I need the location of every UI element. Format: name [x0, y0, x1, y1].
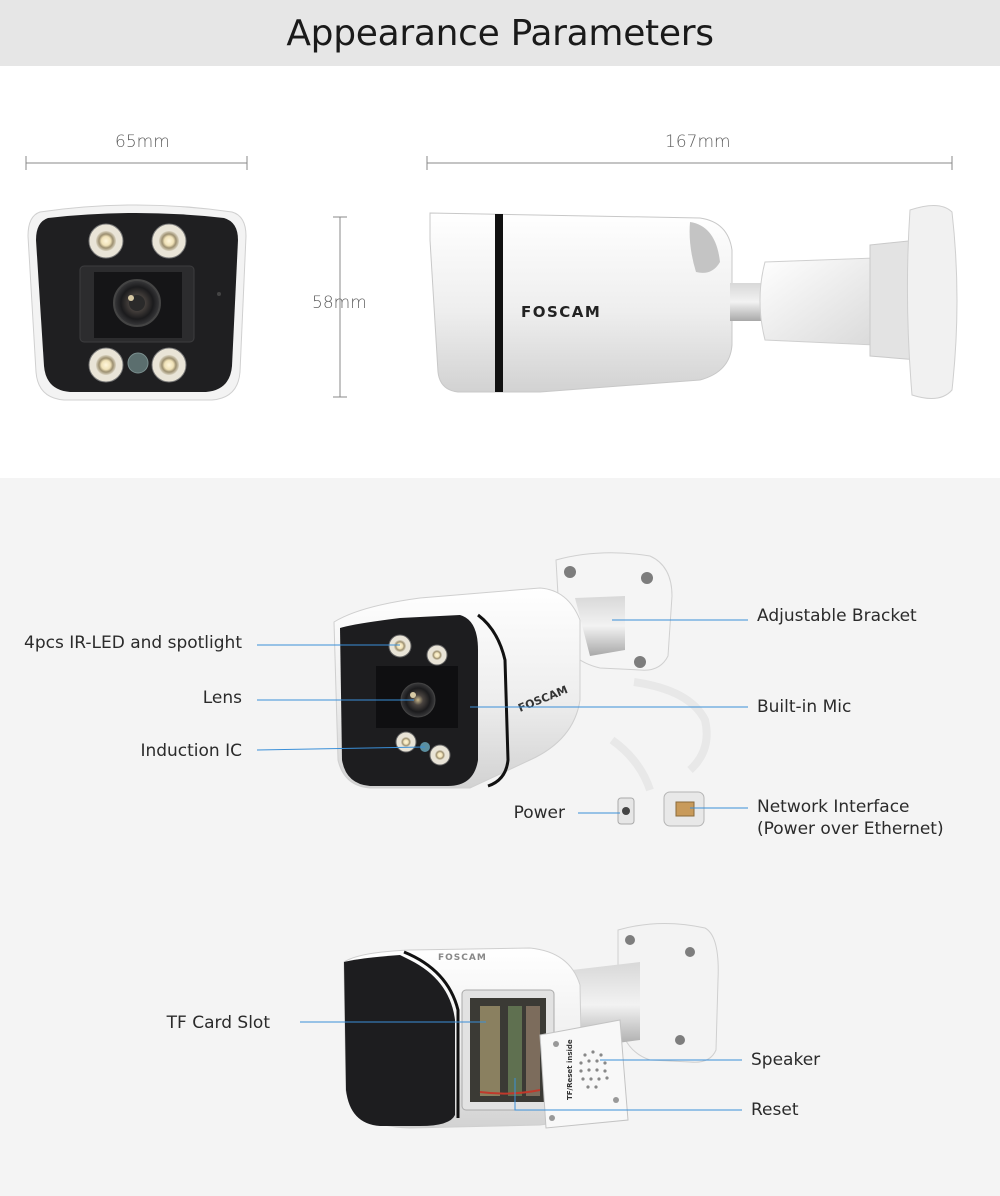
callout-power: Power	[513, 803, 565, 823]
induction-sensor-icon	[127, 352, 149, 374]
page-header: Appearance Parameters	[0, 0, 1000, 66]
brand-logo-back: FOSCAM	[438, 953, 487, 963]
length-dimension-line	[426, 156, 953, 170]
callout-lines	[256, 619, 748, 1111]
callout-bracket: Adjustable Bracket	[757, 606, 917, 626]
callout-network-line2: (Power over Ethernet)	[757, 819, 944, 839]
led-icon	[88, 347, 124, 383]
length-label: 167mm	[665, 132, 731, 152]
callout-speaker: Speaker	[751, 1050, 821, 1070]
camera-back-view: TF/Reset inside FOSCAM	[343, 923, 719, 1129]
led-icon	[151, 223, 187, 259]
speaker-grille-icon	[579, 1050, 609, 1089]
callout-ir-led: 4pcs IR-LED and spotlight	[24, 633, 242, 653]
callout-induction-ic: Induction IC	[140, 741, 242, 761]
callout-reset: Reset	[751, 1100, 799, 1120]
height-label: 58mm	[312, 293, 367, 313]
brand-logo: FOSCAM	[521, 303, 601, 321]
width-dimension-line	[25, 156, 248, 170]
page-title: Appearance Parameters	[286, 13, 714, 54]
callout-mic: Built-in Mic	[757, 697, 852, 717]
callout-network: Network Interface (Power over Ethernet)	[757, 796, 944, 840]
callout-lens: Lens	[202, 688, 242, 708]
led-icon	[88, 223, 124, 259]
camera-front-view	[27, 204, 247, 401]
callout-tf-card: TF Card Slot	[166, 1013, 270, 1033]
camera-angled-view: FOSCAM	[333, 552, 711, 827]
height-dimension-line	[333, 216, 347, 398]
card-label: TF/Reset inside	[566, 1039, 574, 1100]
width-label: 65mm	[115, 132, 170, 152]
led-icon	[151, 347, 187, 383]
camera-side-view: FOSCAM	[429, 205, 958, 400]
callout-network-line1: Network Interface	[757, 797, 910, 817]
